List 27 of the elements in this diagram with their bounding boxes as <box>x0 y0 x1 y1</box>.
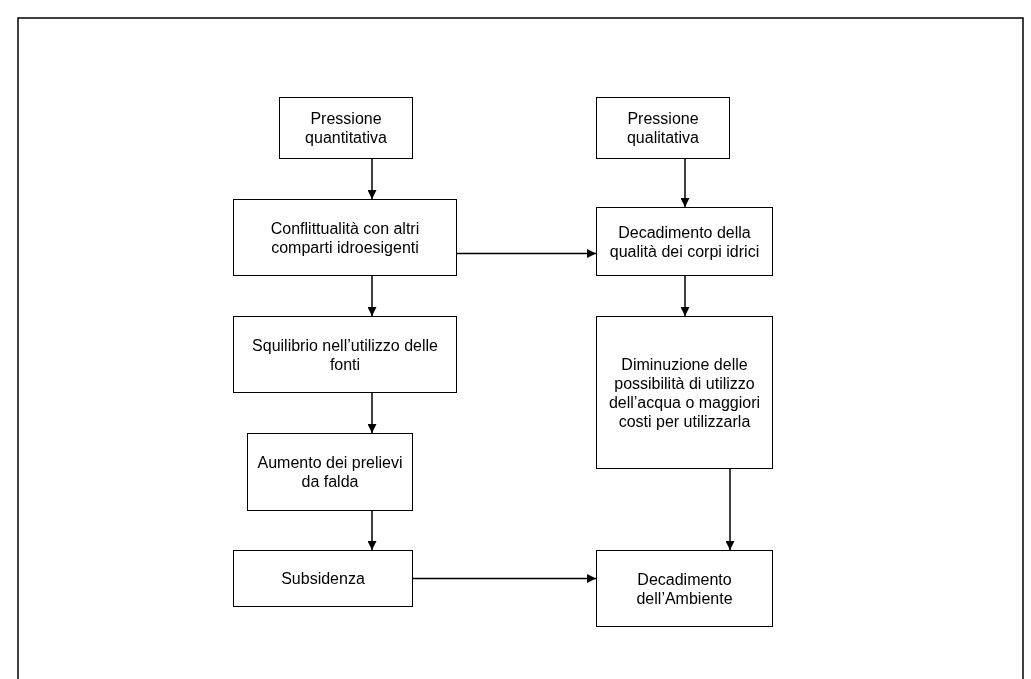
box-label: Pressione quantitativa <box>304 109 388 147</box>
box-label: Subsidenza <box>281 569 365 588</box>
arrow <box>680 158 690 208</box>
process-box <box>233 199 457 276</box>
box-label: Squilibrio nell’utilizzo delle fonti <box>251 335 439 374</box>
arrow <box>680 275 690 317</box>
box-label: Diminuzione delle possibilità di utilizzo dell’acqua o maggiori costi per utilizzarla <box>607 354 762 431</box>
process-box <box>279 97 413 159</box>
arrow <box>456 249 597 258</box>
process-box <box>596 316 773 469</box>
arrow <box>367 275 377 317</box>
process-box <box>596 550 773 627</box>
box-label: Conflittualità con altri comparti idroesigenti <box>269 218 421 257</box>
arrow <box>367 392 377 434</box>
process-box <box>247 433 413 511</box>
process-box <box>596 97 730 159</box>
box-label: Pressione qualitativa <box>625 109 700 147</box>
arrow <box>367 158 377 200</box>
arrow <box>367 510 377 551</box>
box-label: Decadimento dell’Ambiente <box>635 569 734 608</box>
process-box <box>596 207 773 276</box>
process-box <box>233 550 413 607</box>
arrow <box>725 468 735 551</box>
arrow <box>412 574 597 583</box>
box-label: Decadimento della qualità dei corpi idrici <box>608 222 761 261</box>
box-label: Aumento dei prelievi da falda <box>256 453 404 491</box>
process-box <box>233 316 457 393</box>
